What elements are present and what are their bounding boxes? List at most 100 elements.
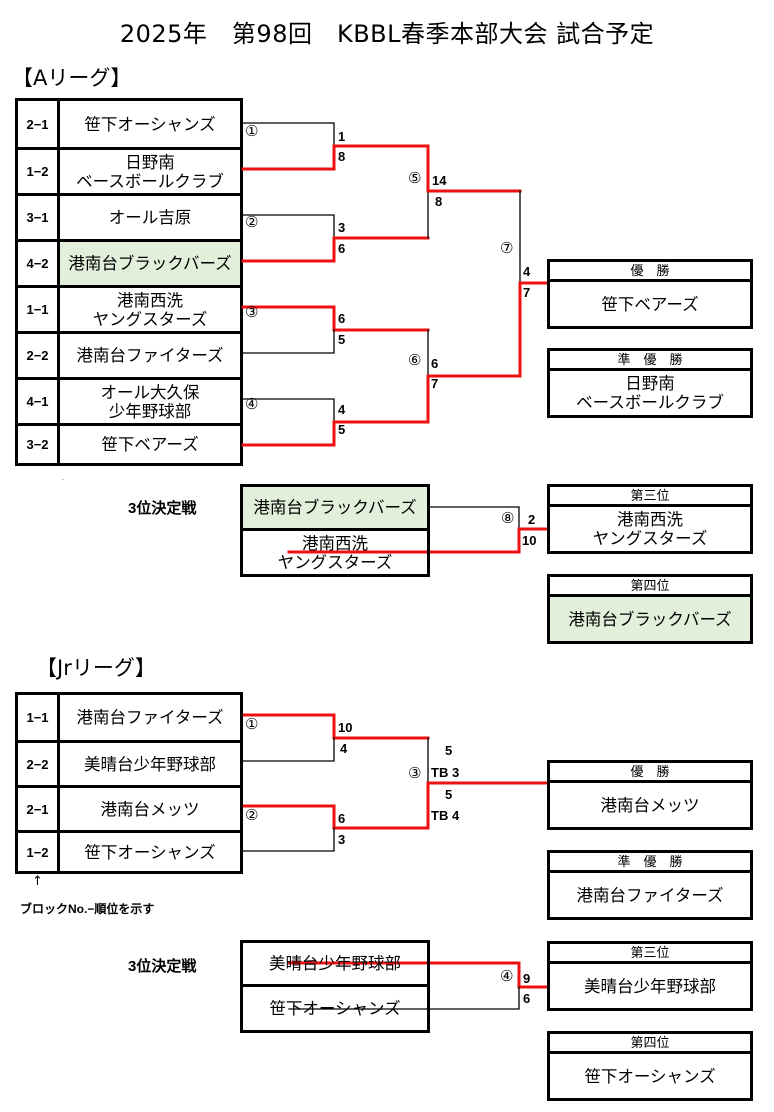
jr-runner-up-box: 準 優 勝 港南台ファイターズ <box>547 850 753 920</box>
match-score: 7 <box>431 376 439 391</box>
team-name: 笹下オーシャンズ <box>84 114 216 134</box>
match-score: TB 3 <box>431 765 460 780</box>
team-name: オール大久保 少年野球部 <box>100 382 200 421</box>
match-score: 4 <box>340 741 348 756</box>
a-m1-loser-line <box>242 122 335 147</box>
match-score: 6 <box>338 811 346 826</box>
champion-team: 笹下ベアーズ <box>601 294 699 314</box>
match-score: 5 <box>338 332 346 347</box>
jr-league-heading: 【Jrリーグ】 <box>36 656 156 680</box>
team-row: 1−1 港南台ファイターズ <box>18 695 240 740</box>
team-row: 2−1 港南台メッツ <box>18 785 240 830</box>
third-match-team: 港南台ブラックバーズ <box>243 487 427 531</box>
match-score: 6 <box>338 311 346 326</box>
team-rank: 2−2 <box>18 743 60 785</box>
match-number: ⑥ <box>408 351 422 369</box>
team-name: 港南台メッツ <box>100 799 200 819</box>
match-score: 10 <box>522 533 537 548</box>
runner-up-team: 港南台ファイターズ <box>576 885 724 905</box>
third-place-match-label: 3位決定戦 <box>128 500 197 517</box>
a-m4-winner-line <box>241 420 430 447</box>
jr-m4-loser-line <box>288 986 520 1010</box>
champion-label: 優 勝 <box>550 763 750 783</box>
up-arrow-icon: ↑ <box>32 874 43 889</box>
runner-up-team: 日野南 ベースボールクラブ <box>576 374 724 412</box>
match-score: 9 <box>523 971 531 986</box>
match-score: 8 <box>338 149 346 164</box>
a-m4-loser-line <box>242 398 335 423</box>
team-row: 2−2 港南台ファイターズ <box>18 331 240 377</box>
match-number: ⑧ <box>501 509 515 527</box>
a-m7-winner-line <box>518 281 550 378</box>
team-rank: 1−1 <box>18 288 60 331</box>
match-number: ⑤ <box>408 169 422 187</box>
third-match-team: 笹下オーシャンズ <box>269 999 401 1018</box>
match-score: 6 <box>338 241 346 256</box>
team-row: 1−2 日野南 ベースボールクラブ <box>18 147 240 193</box>
team-name: 港南台ファイターズ <box>76 708 224 727</box>
match-score: 7 <box>523 285 531 300</box>
team-name: 笹下オーシャンズ <box>84 842 216 862</box>
team-name: 港南西洗 ヤングスターズ <box>92 290 208 329</box>
a-m3-loser-line <box>242 329 335 354</box>
team-name: 笹下ベアーズ <box>101 435 199 454</box>
runner-up-label: 準 優 勝 <box>550 351 750 371</box>
team-rank: 1−1 <box>18 695 60 740</box>
fourth-team: 港南台ブラックバーズ <box>550 597 750 641</box>
a-league-heading: 【Aリーグ】 <box>12 66 132 90</box>
a-champion-box: 優 勝 笹下ベアーズ <box>547 259 753 329</box>
rank-note: ブロックNo.−順位を示す <box>20 902 155 916</box>
jr-m2-winner-line <box>241 804 430 830</box>
team-rank: 1−2 <box>18 150 60 193</box>
match-score: 6 <box>431 356 439 371</box>
match-score: 10 <box>338 720 353 735</box>
team-rank: 3−2 <box>18 426 60 463</box>
a-third-box: 第三位 港南西洗 ヤングスターズ <box>547 484 753 554</box>
champion-team: 港南台メッツ <box>600 795 700 815</box>
team-row: 3−1 オール吉原 <box>18 193 240 239</box>
match-score: 5 <box>445 787 453 802</box>
team-name: 日野南 ベースボールクラブ <box>76 152 224 191</box>
team-row: 3−2 笹下ベアーズ <box>18 423 240 463</box>
a-m6-winner-line <box>426 374 522 424</box>
team-rank: 4−1 <box>18 380 60 423</box>
a-m1-winner-line <box>241 144 430 171</box>
jr-m2-loser-line <box>242 827 335 852</box>
team-row: 4−2 港南台ブラックバーズ <box>18 239 240 285</box>
champion-label: 優 勝 <box>550 262 750 282</box>
match-score: 1 <box>338 129 346 144</box>
match-number: ① <box>245 715 259 733</box>
team-rank: 3−1 <box>18 196 60 239</box>
match-number: ④ <box>245 395 259 413</box>
match-score: 8 <box>435 194 443 209</box>
third-match-team: 美晴台少年野球部 <box>243 943 427 987</box>
match-score: 5 <box>338 422 346 437</box>
match-score: 3 <box>338 220 346 235</box>
jr-m1-winner-line <box>241 713 430 740</box>
team-row: 4−1 オール大久保 少年野球部 <box>18 377 240 423</box>
third-match-team: 港南西洗 ヤングスターズ <box>277 533 393 572</box>
jr-third-box: 第三位 美晴台少年野球部 <box>547 941 753 1011</box>
fourth-team: 笹下オーシャンズ <box>584 1066 716 1086</box>
jr-m4-winner-line <box>287 961 550 989</box>
team-rank: 4−2 <box>18 242 60 285</box>
a-runner-up-box: 準 優 勝 日野南 ベースボールクラブ <box>547 348 753 418</box>
match-score: 4 <box>338 402 346 417</box>
match-number: ⑦ <box>500 239 514 257</box>
match-score: 2 <box>528 512 536 527</box>
third-label: 第三位 <box>550 487 750 507</box>
third-team: 美晴台少年野球部 <box>584 976 716 996</box>
match-number: ② <box>245 213 259 231</box>
team-rank: 2−2 <box>18 334 60 377</box>
match-score: 14 <box>432 173 447 188</box>
page-title: 2025年 第98回 KBBL春季本部大会 試合予定 <box>119 20 655 48</box>
team-name: 港南台ブラックバーズ <box>60 242 240 285</box>
a-league-team-table: 2−1 笹下オーシャンズ 1−2 日野南 ベースボールクラブ 3−1 オール吉原… <box>15 98 243 466</box>
third-label: 第三位 <box>550 944 750 964</box>
a-m2-winner-line <box>241 236 430 263</box>
match-score: 3 <box>338 832 346 847</box>
match-number: ① <box>245 122 259 140</box>
third-place-match-label: 3位決定戦 <box>128 958 197 975</box>
jr-m3-winner-line <box>426 781 550 830</box>
team-rank: 2−1 <box>18 101 60 147</box>
